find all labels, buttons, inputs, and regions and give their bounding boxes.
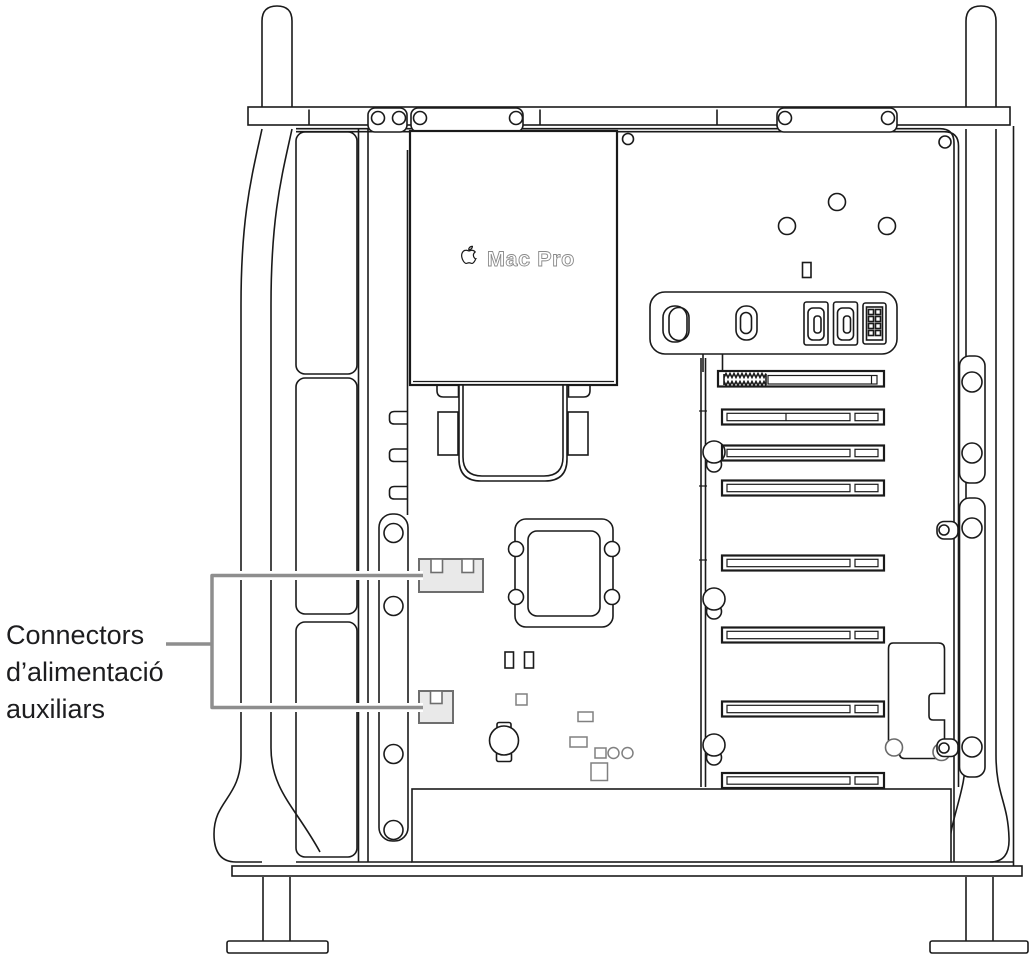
pcie-slot-6 [720, 626, 886, 644]
psu-top-screw [621, 132, 635, 146]
latch-1 [936, 520, 959, 540]
battery [488, 721, 520, 763]
top-bracket-center [410, 107, 524, 133]
board-components [488, 651, 634, 782]
port-hdmi-2 [832, 301, 859, 346]
thumbscrew-2 [961, 442, 983, 464]
port-usb-c [735, 305, 758, 341]
thumbscrew-3 [961, 517, 983, 539]
inner-wall-strip [357, 129, 369, 862]
clip-2 [388, 448, 408, 463]
heatsink [436, 384, 591, 482]
port-debug-connector [862, 302, 887, 345]
apple-logo-icon [461, 245, 478, 265]
right-foot [929, 877, 1029, 954]
power-supply: Mac Pro [408, 129, 619, 387]
mac-pro-logo-text: Mac Pro [487, 247, 575, 271]
pcie-slot-2 [720, 408, 886, 426]
pcie-slot-7 [720, 700, 886, 718]
pcie-slot-1 [716, 369, 886, 388]
callout-label-line-3: auxiliars [6, 694, 106, 724]
callout-line [166, 571, 423, 712]
clip-3 [388, 485, 408, 500]
aux-power-connector-top [418, 558, 484, 593]
latch-2 [936, 738, 959, 758]
screw-rail [378, 513, 409, 842]
callout-label-line-2: d’alimentació [6, 657, 164, 687]
port-hdmi-1 [803, 301, 829, 346]
fan-assembly [295, 131, 358, 858]
left-handle [213, 5, 321, 863]
cpu-module [507, 518, 621, 628]
port-power-button [662, 305, 690, 343]
pcie-slot-5 [720, 554, 886, 572]
pcie-slot-3 [720, 444, 886, 462]
left-foot [226, 877, 329, 954]
bottom-tray [296, 788, 1013, 863]
case-top-edge [296, 127, 960, 862]
top-bar-ticks [308, 109, 718, 125]
corner-screw [938, 135, 952, 149]
top-bracket-left [367, 107, 408, 133]
right-thumbscrew-rail [936, 355, 986, 778]
board-edge-rail [388, 150, 409, 515]
callout-label: Connectors d’alimentació auxiliars [6, 617, 164, 728]
pcie-slot-8 [720, 771, 886, 790]
callout-label-line-1: Connectors [6, 620, 145, 650]
io-ports-board [649, 192, 898, 372]
clip-1 [388, 410, 408, 425]
pcie-slot-4 [720, 479, 886, 497]
top-bracket-right [776, 107, 898, 133]
stand-rail [231, 865, 1023, 877]
aux-power-connector-bottom [418, 690, 454, 724]
pcie-bay-rail [699, 358, 726, 787]
thumbscrew-1 [961, 371, 983, 393]
thumbscrew-4 [961, 736, 983, 758]
callout-bracket [210, 573, 423, 710]
